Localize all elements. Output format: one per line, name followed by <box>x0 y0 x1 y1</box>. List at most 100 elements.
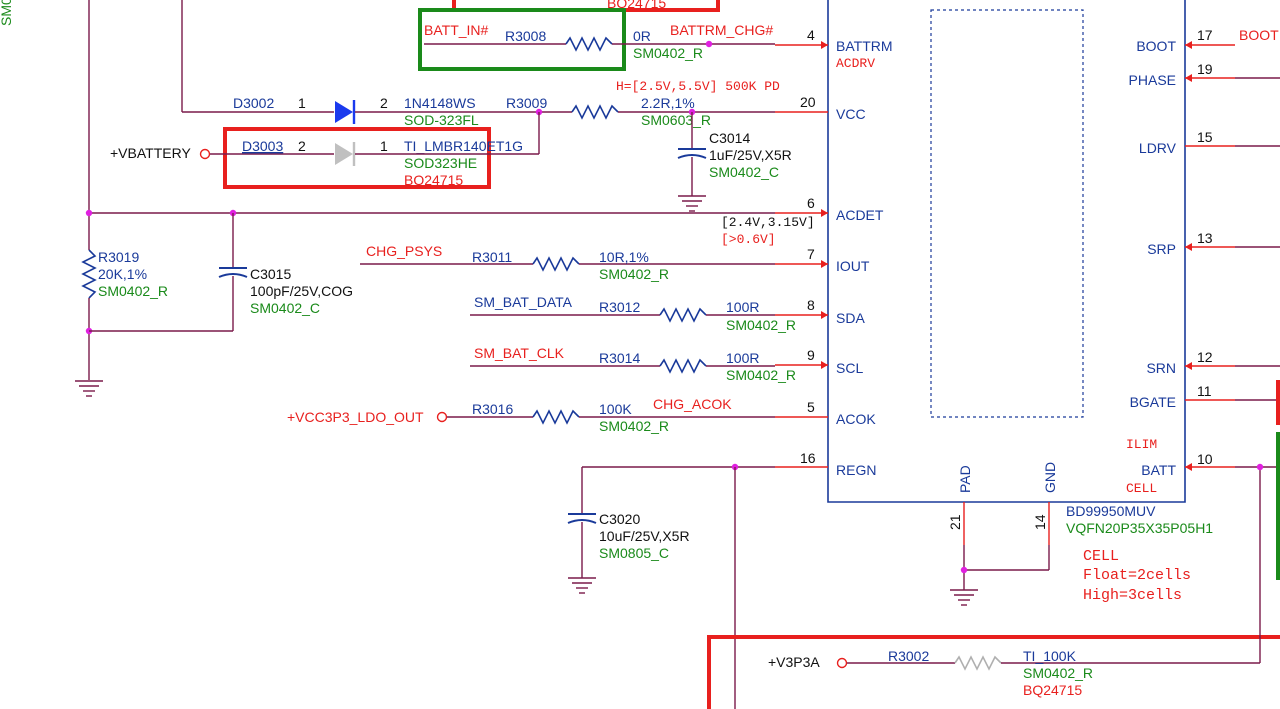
pin-num-4: 4 <box>807 27 815 43</box>
net-chg-acok: CHG_ACOK <box>653 396 732 412</box>
note-cell-high: High=3cells <box>1083 587 1182 604</box>
r3009-pkg: SM0603_R <box>641 112 711 128</box>
port-vcc3p3-ldo-out[interactable] <box>436 411 448 423</box>
d3002-ref: D3002 <box>233 95 274 111</box>
r3008-ref: R3008 <box>505 28 546 44</box>
pin-num-15: 15 <box>1197 129 1213 145</box>
net-battrm-chg: BATTRM_CHG# <box>670 22 773 38</box>
r3019-value: 20K,1% <box>98 266 147 282</box>
r3014-pkg: SM0402_R <box>726 367 796 383</box>
top-partial-label: BQ24715 <box>607 0 666 11</box>
r3002-symbol <box>954 655 1002 671</box>
note-vcc-range: H=[2.5V,5.5V] 500K PD <box>616 79 780 94</box>
ground-symbol <box>678 195 706 212</box>
ic-alt-cell: CELL <box>1126 481 1157 496</box>
r3009-ref: R3009 <box>506 95 547 111</box>
d3002-diode-symbol <box>335 100 356 124</box>
port-vbattery[interactable] <box>199 148 211 160</box>
net-vcc3p3-ldo-out: +VCC3P3_LDO_OUT <box>287 409 424 425</box>
pin-name-pad: PAD <box>957 465 973 493</box>
pin-num-19: 19 <box>1197 61 1213 77</box>
pin-num-14: 14 <box>1032 514 1048 530</box>
ic-u-bd99950[interactable] <box>827 0 1186 503</box>
net-boot-label: BOOT <box>1239 27 1279 43</box>
highlight-d3003 <box>223 127 491 189</box>
r3019-pkg: SM0402_R <box>98 283 168 299</box>
ic-package: VQFN20P35X35P05H1 <box>1066 520 1213 536</box>
c3014-symbol <box>677 148 707 159</box>
pin-num-12: 12 <box>1197 349 1213 365</box>
pin-name-regn: REGN <box>836 462 876 478</box>
highlight-r3008 <box>418 8 626 71</box>
c3014-ref: C3014 <box>709 130 750 146</box>
r3012-ref: R3012 <box>599 299 640 315</box>
r3014-value: 100R <box>726 350 759 366</box>
c3020-ref: C3020 <box>599 511 640 527</box>
net-sm-bat-data: SM_BAT_DATA <box>474 294 573 310</box>
c3015-pkg: SM0402_C <box>250 300 320 316</box>
c3020-value: 10uF/25V,X5R <box>599 528 690 544</box>
pin-name-bgate: BGATE <box>1130 394 1176 410</box>
pin-num-10: 10 <box>1197 451 1213 467</box>
r3016-value: 100K <box>599 401 632 417</box>
r3002-pkg: SM0402_R <box>1023 665 1093 681</box>
ic-alt-ilim: ILIM <box>1126 437 1157 452</box>
pin-num-11: 11 <box>1197 383 1212 399</box>
r3008-value: 0R <box>633 28 651 44</box>
ground-symbol <box>950 589 978 606</box>
net-sm-bat-clk: SM_BAT_CLK <box>474 345 565 361</box>
pin-num-5: 5 <box>807 399 815 415</box>
r3012-symbol <box>659 307 707 323</box>
net-vbattery: +VBATTERY <box>110 145 191 161</box>
r3002-alt: BQ24715 <box>1023 682 1082 698</box>
pin-num-7: 7 <box>807 246 815 262</box>
note-cell-title: CELL <box>1083 548 1119 565</box>
pin-name-batt: BATT <box>1141 462 1176 478</box>
pin-name-sda: SDA <box>836 310 865 326</box>
pin-name-acok: ACOK <box>836 411 876 427</box>
r3016-symbol <box>532 409 580 425</box>
edge-green-highlight <box>1276 432 1280 580</box>
pin-name-srn: SRN <box>1146 360 1176 376</box>
pin-name-scl: SCL <box>836 360 863 376</box>
net-v3p3a: +V3P3A <box>768 654 820 670</box>
r3012-value: 100R <box>726 299 759 315</box>
net-batt-in: BATT_IN# <box>424 22 489 38</box>
d3003-alt: BQ24715 <box>404 172 463 188</box>
pin-name-ldrv: LDRV <box>1139 140 1177 156</box>
c3015-value: 100pF/25V,COG <box>250 283 353 299</box>
ic-left-pin-lines <box>775 41 828 468</box>
ic-bottom-pin-lines <box>963 502 1050 545</box>
pin-num-8: 8 <box>807 297 815 313</box>
junction <box>705 40 713 48</box>
d3003-diode-symbol <box>335 142 356 166</box>
highlight-r3002 <box>707 635 1280 709</box>
ic-right-pin-lines <box>1185 41 1235 471</box>
d3003-value: TI_LMBR140ET1G <box>404 138 523 154</box>
c3020-symbol <box>567 513 597 524</box>
pin-num-17: 17 <box>1197 27 1213 43</box>
c3015-ref: C3015 <box>250 266 291 282</box>
ic-part-number: BD99950MUV <box>1066 503 1156 519</box>
pin-num-21: 21 <box>947 514 963 530</box>
pin-name-gnd: GND <box>1042 462 1058 493</box>
port-v3p3a[interactable] <box>836 657 848 669</box>
pin-name-boot: BOOT <box>1136 38 1176 54</box>
pin-name-vcc: VCC <box>836 106 866 122</box>
d3002-value: 1N4148WS <box>404 95 476 111</box>
r3016-ref: R3016 <box>472 401 513 417</box>
pin-name-iout: IOUT <box>836 258 870 274</box>
r3002-value: TI_100K <box>1023 648 1077 664</box>
c3015-symbol <box>218 267 248 278</box>
pin-name-acdet: ACDET <box>836 207 884 223</box>
ground-symbol <box>568 577 596 594</box>
r3011-value: 10R,1% <box>599 249 649 265</box>
ic-thermal-pad-outline <box>930 9 1084 418</box>
ic-alt-acdrv: ACDRV <box>836 56 875 71</box>
note-cell-float: Float=2cells <box>1083 567 1191 584</box>
d3003-ref: D3003 <box>242 138 283 154</box>
pin-num-13: 13 <box>1197 230 1213 246</box>
r3019-ref: R3019 <box>98 249 139 265</box>
r3012-pkg: SM0402_R <box>726 317 796 333</box>
